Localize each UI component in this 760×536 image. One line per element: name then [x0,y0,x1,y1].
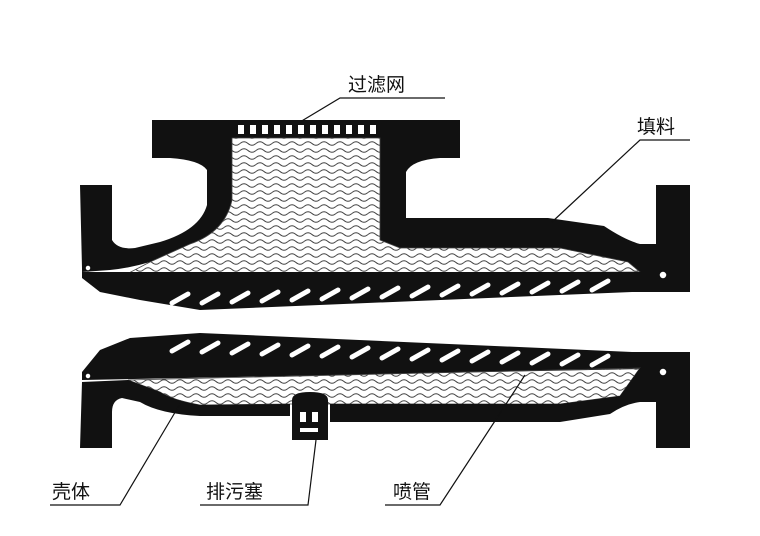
lower-left-rivet [84,372,92,380]
filter-screen-label: 过滤网 [348,74,405,96]
upper-nozzle-slots [169,278,611,306]
packing-leader [551,139,690,223]
drain-plug [292,392,328,440]
nozzle-label: 喷管 [393,481,431,503]
housing-leader [50,403,181,506]
drain-plug-detail [300,412,318,432]
upper-right-rivet [658,270,668,280]
callout-lines [50,97,690,506]
lower-right-rivet [658,367,668,377]
nozzle-leader [385,374,526,506]
lower-nozzle-slots [169,339,611,368]
upper-packing [124,137,642,276]
filter-screen-slots [238,125,376,134]
lower-housing [80,380,290,448]
upper-half [80,120,690,310]
packing-label: 填料 [637,116,675,138]
lower-half [80,333,690,448]
upper-right-body [380,120,690,272]
housing-label: 壳体 [52,481,90,503]
drain-plug-leader [200,439,317,506]
filter-screen [232,120,380,138]
filter-screen-leader [299,97,445,123]
upper-left-flange [80,120,232,272]
drain-plug-label: 排污塞 [206,481,263,503]
upper-left-rivet [84,264,92,272]
lower-housing-right [330,368,690,448]
